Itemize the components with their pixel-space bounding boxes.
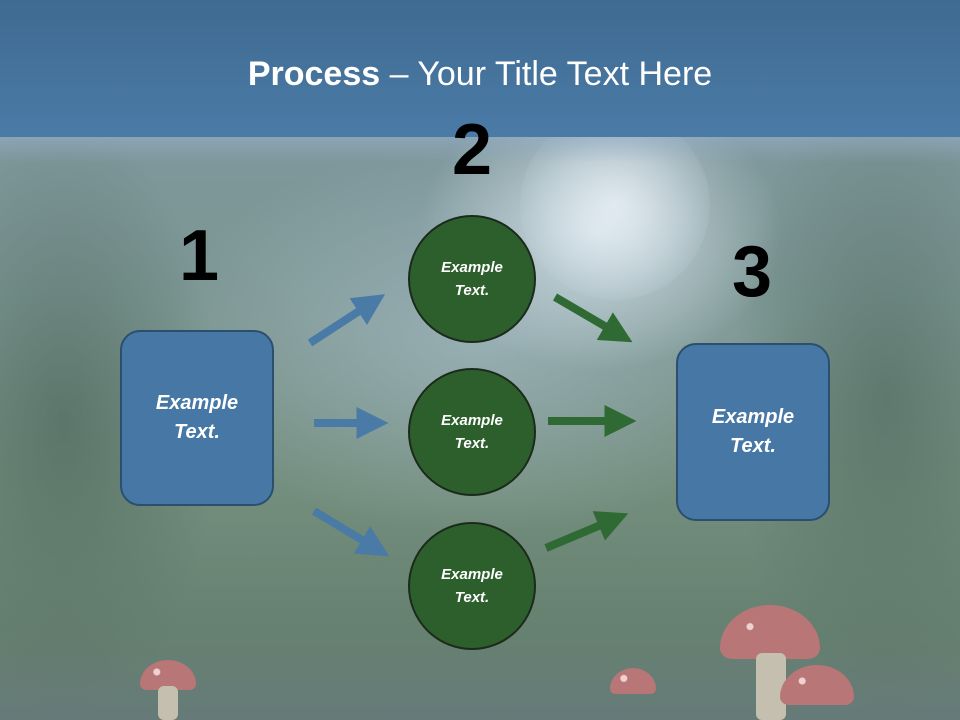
- process-circle-top-text: Example Text.: [441, 259, 503, 299]
- title-rest-part: – Your Title Text Here: [380, 55, 713, 93]
- mushroom-center: [610, 668, 660, 720]
- step-number-2: 2: [451, 110, 493, 190]
- process-circle-top: Example Text.: [408, 215, 536, 343]
- blue-arrow-down: [311, 507, 390, 557]
- mushroom-right-2: [780, 665, 860, 720]
- step-number-3: 3: [731, 232, 773, 312]
- process-box-end-text: Example Text.: [711, 406, 795, 457]
- process-circle-middle-text: Example Text.: [441, 412, 503, 452]
- process-circle-bottom: Example Text.: [408, 522, 536, 650]
- slide-title: Process – Your Title Text Here: [0, 52, 960, 96]
- title-bold-part: Process: [247, 55, 381, 93]
- mushroom-left: [140, 660, 200, 720]
- mushroom-right-1: [720, 605, 830, 720]
- process-circle-middle: Example Text.: [408, 368, 536, 496]
- process-box-start: Example Text.: [120, 330, 274, 506]
- process-box-end: Example Text.: [676, 343, 830, 521]
- blue-arrow-up: [307, 294, 386, 347]
- step-number-1: 1: [178, 216, 220, 296]
- green-arrow-down: [552, 293, 633, 343]
- title-bar-fade: [0, 137, 960, 163]
- title-bar: [0, 0, 960, 137]
- green-arrow-up: [544, 511, 629, 552]
- process-circle-bottom-text: Example Text.: [441, 566, 503, 606]
- process-box-start-text: Example Text.: [155, 392, 239, 443]
